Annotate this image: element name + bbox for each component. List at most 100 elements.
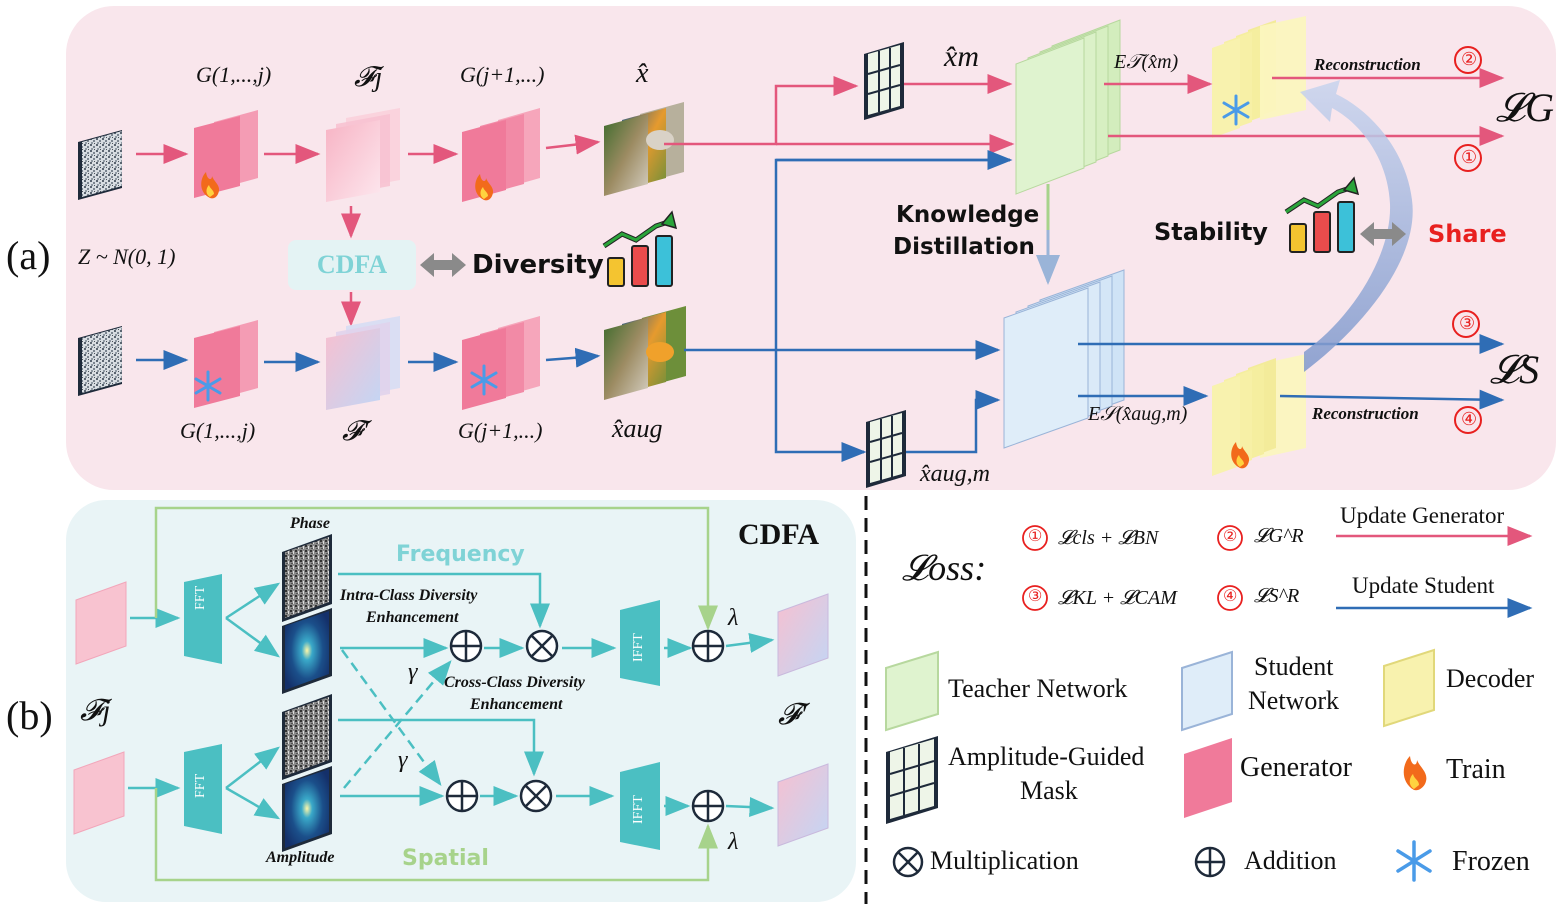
loss-2-text: 𝓛G^R	[1254, 525, 1304, 547]
update-generator-label: Update Generator	[1340, 503, 1505, 528]
loss-g-label: 𝓛G	[1496, 85, 1554, 130]
spatial-label: Spatial	[402, 846, 489, 871]
arrow-xhat-to-mask	[664, 76, 859, 146]
snowflake-icon	[470, 364, 498, 396]
intra-class-label-2: Enhancement	[366, 609, 459, 626]
fire-icon	[1231, 442, 1250, 469]
generator-block-bottom-rest	[462, 316, 540, 410]
circle-number-3: ③	[1459, 313, 1476, 333]
arrow-fft-to-phase-top	[225, 582, 281, 620]
addition-operator	[691, 789, 725, 823]
output-feature-label: 𝓕′	[778, 698, 807, 731]
feature-map-input-bottom	[73, 751, 125, 835]
snowflake-icon	[1396, 840, 1432, 882]
arrow-phase-to-mult-top	[338, 572, 550, 629]
double-arrow-icon	[420, 253, 466, 277]
circled-numbers	[1452, 46, 1482, 434]
input-feature-label: 𝓕j	[80, 694, 111, 727]
student-embedding-label: E𝒮(x̂aug,m)	[1088, 403, 1188, 425]
arrow-add-to-output-bottom	[725, 797, 775, 818]
multiplication-operator	[525, 629, 559, 663]
x-hat-aug-m-label: x̂aug,m	[920, 461, 990, 487]
legend-circle-3: ③	[1028, 588, 1043, 605]
multiplication-icon	[892, 846, 924, 878]
knowledge-distillation-label-1: Knowledge	[896, 202, 1040, 228]
snowflake-icon	[194, 370, 222, 402]
generator-rest-label-top: G(j+1,...)	[460, 62, 545, 87]
frequency-label: Frequency	[396, 542, 525, 567]
addition-operator	[449, 629, 483, 663]
feature-map-output-top	[777, 593, 829, 677]
amplitude-mask-bottom	[866, 410, 906, 488]
decoder-bottom	[1212, 354, 1306, 476]
diversity-label: Diversity	[472, 250, 604, 280]
bar-chart-trend-icon	[602, 210, 678, 287]
noise-distribution-label: Z ~ N(0, 1)	[78, 244, 176, 269]
ifft-block-bottom	[620, 762, 660, 850]
arrow-skip-top	[154, 506, 718, 631]
arrow-phase-to-mult-bottom	[338, 718, 544, 777]
cross-class-label-2: Enhancement	[470, 696, 563, 713]
arrow-fft-to-amp-bottom	[225, 786, 281, 820]
addition-operator	[691, 629, 725, 663]
circle-number-2: ②	[1461, 49, 1478, 69]
arrow-aug-mask-to-student	[906, 390, 1001, 454]
amplitude-label: Amplitude	[266, 849, 335, 866]
arrow-decoder-to-losss	[1279, 389, 1505, 410]
cross-class-label-1: Cross-Class Diversity	[444, 674, 585, 691]
share-curved-arrow	[1300, 80, 1413, 372]
cdfa-module-box: CDFA	[288, 240, 416, 290]
legend-decoder-swatch	[1383, 648, 1435, 728]
panel-b-background	[66, 500, 856, 902]
phase-map-bottom	[282, 694, 332, 780]
legend-circle-1: ①	[1028, 528, 1043, 545]
multiplication-label: Multiplication	[930, 846, 1079, 875]
augmented-images-x-hat-aug	[604, 306, 686, 400]
fire-icon	[1403, 756, 1427, 791]
amplitude-guided-mask-label-2: Mask	[1020, 776, 1078, 805]
legend-circled-numbers	[1022, 525, 1243, 611]
lambda-label-top: λ	[728, 605, 739, 631]
intra-class-label-1: Intra-Class Diversity	[340, 587, 478, 604]
legend-circle-4: ④	[1223, 588, 1238, 605]
cdfa-title: CDFA	[738, 518, 820, 551]
loss-1-text: 𝓛cls + 𝓛BN	[1058, 527, 1159, 549]
multiplication-operator	[519, 779, 553, 813]
fire-icon	[475, 174, 494, 201]
loss-4-text: 𝓛S^R	[1254, 585, 1300, 607]
ifft-block-top	[620, 600, 660, 686]
generator-block-top-rest	[462, 108, 540, 202]
arrow-generator-to-xaug	[545, 347, 601, 368]
legend-student-swatch	[1181, 650, 1233, 732]
circle-number-1: ①	[1461, 147, 1478, 167]
legend-generator-swatch	[1184, 738, 1232, 818]
generator-first-label-bottom: G(1,...,j)	[180, 418, 256, 443]
loss-3-text: 𝓛KL + 𝓛CAM	[1058, 587, 1177, 609]
lambda-label-bottom: λ	[728, 829, 739, 855]
x-hat-label: x̂	[636, 58, 649, 89]
addition-icon	[1194, 846, 1226, 878]
phase-label: Phase	[290, 515, 330, 532]
x-hat-m-label: x̂m	[944, 40, 979, 73]
stability-label: Stability	[1154, 218, 1268, 246]
noise-image-bottom	[78, 326, 122, 396]
decoder-label: Decoder	[1446, 664, 1535, 693]
generator-legend-label: Generator	[1240, 752, 1352, 783]
fft-label-top: FFT	[193, 585, 208, 610]
teacher-network-label: Teacher Network	[948, 674, 1128, 703]
student-network-label-1: Student	[1254, 652, 1334, 681]
amplitude-map-bottom	[282, 766, 332, 852]
generator-rest-label-bottom: G(j+1,...)	[458, 418, 543, 443]
reconstruction-label-bottom: Reconstruction	[1312, 404, 1419, 423]
arrow-cross-bottom-to-top	[343, 660, 452, 789]
phase-map-top	[282, 534, 332, 622]
update-student-label: Update Student	[1352, 573, 1495, 598]
generator-first-label-top: G(1,...,j)	[196, 62, 272, 87]
share-label: Share	[1428, 220, 1507, 248]
addition-operator	[445, 779, 479, 813]
knowledge-distillation-label-2: Distillation	[893, 234, 1035, 260]
gamma-label-top: γ	[408, 659, 418, 685]
panel-b-label: (b)	[6, 693, 53, 738]
fire-icon	[201, 172, 220, 199]
